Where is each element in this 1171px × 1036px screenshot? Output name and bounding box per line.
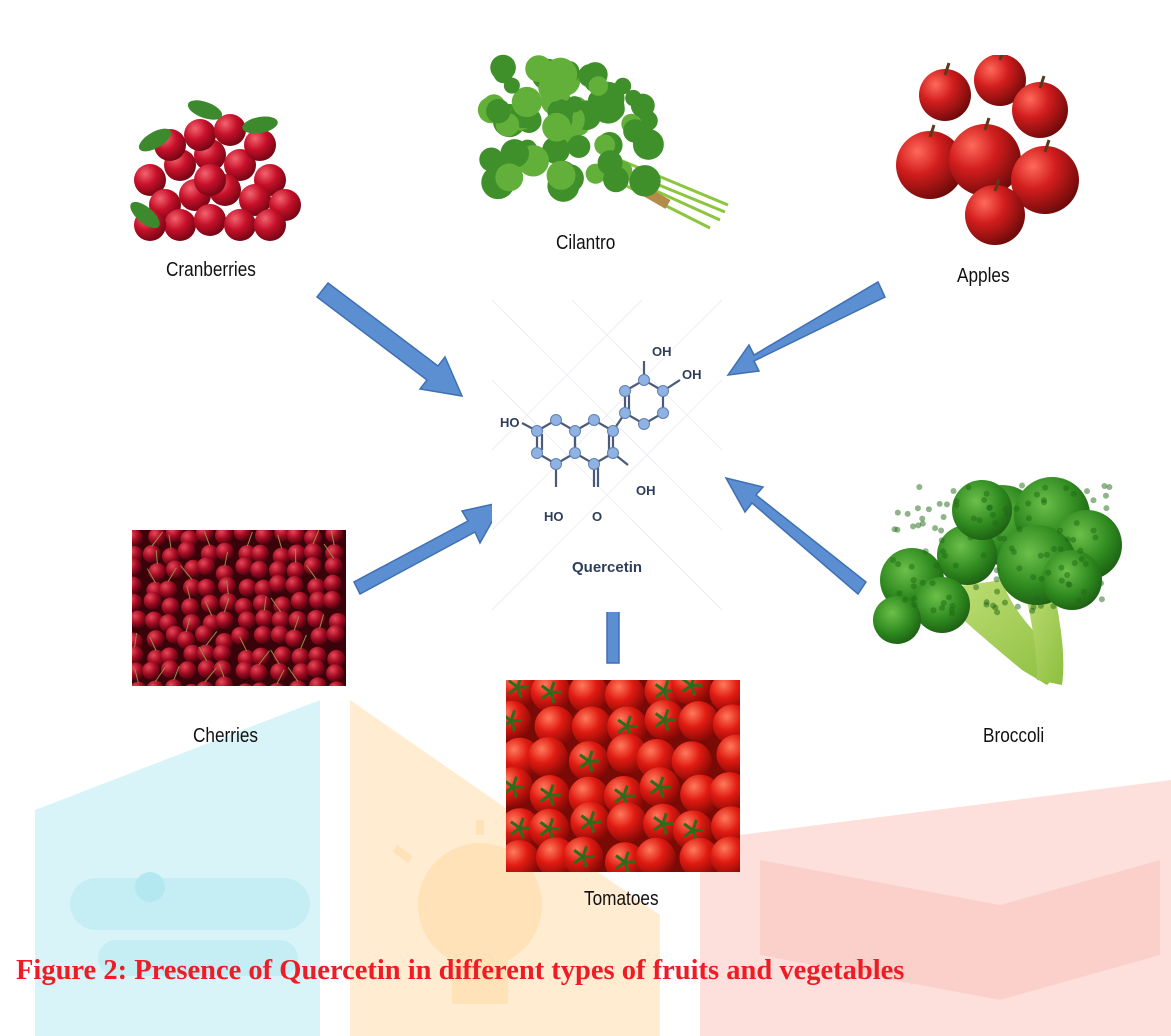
quercetin-molecule-icon: OH OH HO OH HO O Quercetin: [492, 300, 722, 612]
arrow-broccoli: [724, 476, 868, 596]
broccoli-label: Broccoli: [983, 725, 1045, 747]
broccoli-photo: [872, 470, 1132, 700]
quercetin-label: Quercetin: [572, 559, 642, 576]
ho-group-bottom: HO: [544, 509, 564, 524]
arrow-cherries: [353, 500, 505, 596]
ho-group-left: HO: [500, 415, 520, 430]
cranberries-photo: [110, 85, 310, 243]
cilantro-label: Cilantro: [556, 232, 616, 254]
figure-caption: Figure 2: Presence of Quercetin in diffe…: [16, 955, 905, 986]
apples-photo: [890, 55, 1085, 245]
cranberries-label: Cranberries: [166, 259, 256, 281]
oh-group-ring: OH: [636, 483, 656, 498]
arrow-apples: [726, 280, 886, 376]
ketone-o: O: [592, 509, 602, 524]
cherries-label: Cherries: [193, 725, 258, 747]
arrow-cranberries: [315, 281, 464, 397]
apples-label: Apples: [957, 265, 1010, 287]
cherries-photo: [132, 530, 346, 686]
tomatoes-label: Tomatoes: [584, 888, 659, 910]
oh-group-right: OH: [682, 367, 702, 382]
oh-group-top: OH: [652, 344, 672, 359]
cilantro-photo: [470, 50, 735, 235]
tomatoes-photo: [506, 680, 740, 872]
